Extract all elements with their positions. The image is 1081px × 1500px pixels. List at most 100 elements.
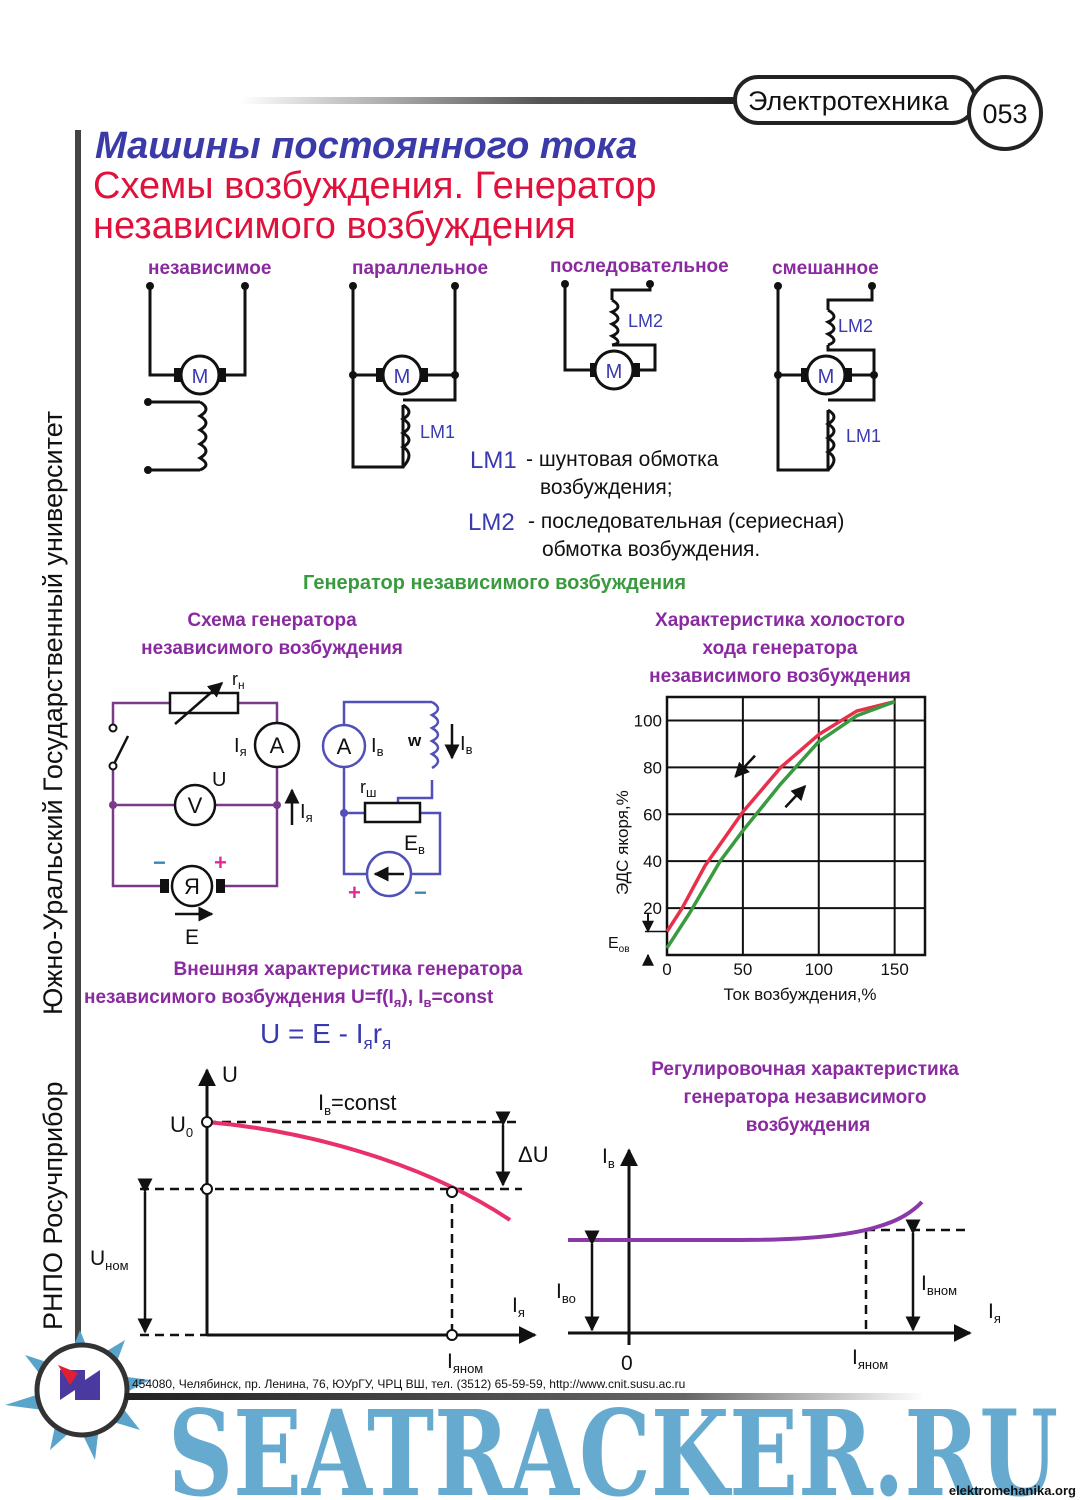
point-descending [704, 865, 706, 867]
svg-text:Iв: Iв [371, 735, 384, 759]
svg-text:0: 0 [621, 1352, 633, 1375]
x-tick-label: 150 [880, 960, 908, 979]
scheme-independent: M [144, 282, 249, 474]
page-title: Машины постоянного тока [95, 125, 637, 167]
svg-text:возбуждения;: возбуждения; [540, 476, 673, 499]
footer: SEATRACKER.RU 454080, Челябинск, пр. Лен… [5, 1330, 1076, 1500]
point-ascending [818, 741, 820, 743]
svg-text:rн: rн [232, 669, 245, 692]
footer-address: 454080, Челябинск, пр. Ленина, 76, ЮУрГУ… [132, 1377, 685, 1391]
svg-text:- шунтовая обмотка: - шунтовая обмотка [526, 448, 719, 471]
svg-text:U: U [212, 769, 226, 791]
armature-label: Я [184, 874, 200, 899]
lm2-label: LM2 [838, 316, 873, 336]
svg-text:Uном: Uном [90, 1247, 129, 1273]
point-ascending [689, 912, 691, 914]
footer-bar [125, 1393, 925, 1400]
generator-circuit: rн A Iя V U Iя Я − + E A Iв w Iв rш Eв +… [108, 669, 473, 949]
subject-label: Электротехника [748, 86, 950, 116]
y-tick-label: 100 [634, 711, 662, 730]
svg-text:Iвном: Iвном [921, 1272, 957, 1298]
footer-site: elektromehanika.org [949, 1483, 1076, 1498]
point-descending [856, 710, 858, 712]
scheme-series: M LM2 [561, 280, 663, 391]
winding-legend: LM1 - шунтовая обмотка возбуждения; LM2 … [468, 447, 844, 561]
svg-text:Iв: Iв [602, 1145, 615, 1171]
scheme-label-parallel: параллельное [352, 258, 488, 279]
descending-arrow [734, 754, 756, 778]
svg-text:Iя: Iя [512, 1294, 525, 1320]
sidebar-rule [75, 130, 81, 1360]
chart-eov-label: Eов [608, 935, 630, 955]
lm1-label: LM1 [420, 422, 455, 442]
regulating-characteristic-graph: Iв Iво Iвном Iя 0 Iяном [556, 1145, 1001, 1375]
series-ascending [665, 700, 896, 949]
chart-y-label: ЭДС якоря,% [613, 790, 632, 895]
section-title: Генератор независимого возбуждения [303, 572, 686, 594]
scheme-compound: M LM2 LM1 [774, 282, 881, 472]
svg-text:U: U [222, 1062, 238, 1087]
series-descending [665, 699, 896, 933]
svg-text:E: E [185, 926, 199, 949]
regulating-title-2: генератора независимого [684, 1087, 927, 1108]
chart-title-1: Характеристика холостого [655, 610, 905, 631]
external-title-2: независимого возбуждения U=f(Iя), Iв=con… [84, 987, 494, 1010]
circuit-title-1: Схема генератора [187, 610, 357, 631]
voltmeter-label: V [188, 793, 203, 818]
watermark: SEATRACKER.RU [168, 1384, 1058, 1500]
svg-text:обмотка возбуждения.: обмотка возбуждения. [542, 538, 760, 561]
lm2-label: LM2 [628, 311, 663, 331]
page-number: 053 [982, 99, 1027, 129]
scheme-label-series: последовательное [550, 256, 729, 277]
svg-text:Iяном: Iяном [852, 1346, 888, 1372]
svg-text:−: − [414, 880, 427, 905]
svg-text:- последовательная (сериесная): - последовательная (сериесная) [528, 510, 844, 533]
scheme-label-compound: смешанное [772, 258, 879, 279]
chart-title-3: независимого возбуждения [649, 666, 911, 687]
chart-frame [665, 695, 927, 957]
point-ascending [742, 830, 744, 832]
point-descending [681, 907, 683, 909]
voltage-formula: U = E - Iяrя [260, 1018, 391, 1053]
page-number-badge [967, 75, 1043, 151]
motor-label: M [818, 366, 835, 388]
motor-label: M [606, 361, 623, 383]
university-label: Южно-Уральский Государственный университ… [38, 411, 68, 1015]
svg-text:Iя: Iя [234, 735, 247, 759]
svg-text:Iяном: Iяном [447, 1350, 483, 1376]
point-ascending [666, 947, 668, 949]
svg-text:+: + [348, 880, 361, 905]
point-ascending [719, 860, 721, 862]
svg-text:LM2: LM2 [468, 509, 515, 536]
svg-text:Eв: Eв [404, 832, 425, 857]
motor-label: M [192, 366, 209, 388]
motor-label: M [394, 366, 411, 388]
svg-text:Iя: Iя [300, 801, 313, 825]
svg-text:+: + [214, 850, 227, 875]
svg-text:Iво: Iво [556, 1280, 576, 1306]
y-tick-label: 20 [643, 899, 662, 918]
circuit-title-2: независимого возбуждения [141, 638, 403, 659]
svg-text:Iв=const: Iв=const [318, 1090, 396, 1118]
external-characteristic-graph: U U0 Iв=const ΔU Uном Iя Iяном [90, 1062, 549, 1376]
org-label: РНПО Росучприбор [38, 1081, 68, 1330]
point-descending [780, 766, 782, 768]
svg-text:Iя: Iя [988, 1300, 1001, 1326]
svg-text:Iв: Iв [460, 733, 473, 757]
scheme-parallel: M LM1 [349, 282, 459, 469]
svg-text:LM1: LM1 [470, 447, 517, 474]
svg-text:rш: rш [360, 777, 376, 800]
ammeter-label: A [270, 733, 285, 758]
y-tick-label: 40 [643, 852, 662, 871]
regulating-title-3: возбуждения [746, 1115, 870, 1136]
chart-x-label: Ток возбуждения,% [723, 985, 876, 1004]
x-tick-label: 0 [662, 960, 671, 979]
regulating-title-1: Регулировочная характеристика [651, 1059, 959, 1080]
y-tick-label: 60 [643, 805, 662, 824]
svg-text:ΔU: ΔU [518, 1142, 549, 1167]
page-subtitle-2: независимого возбуждения [93, 205, 576, 247]
x-tick-label: 100 [805, 960, 833, 979]
point-ascending [894, 701, 896, 703]
y-tick-label: 80 [643, 758, 662, 777]
